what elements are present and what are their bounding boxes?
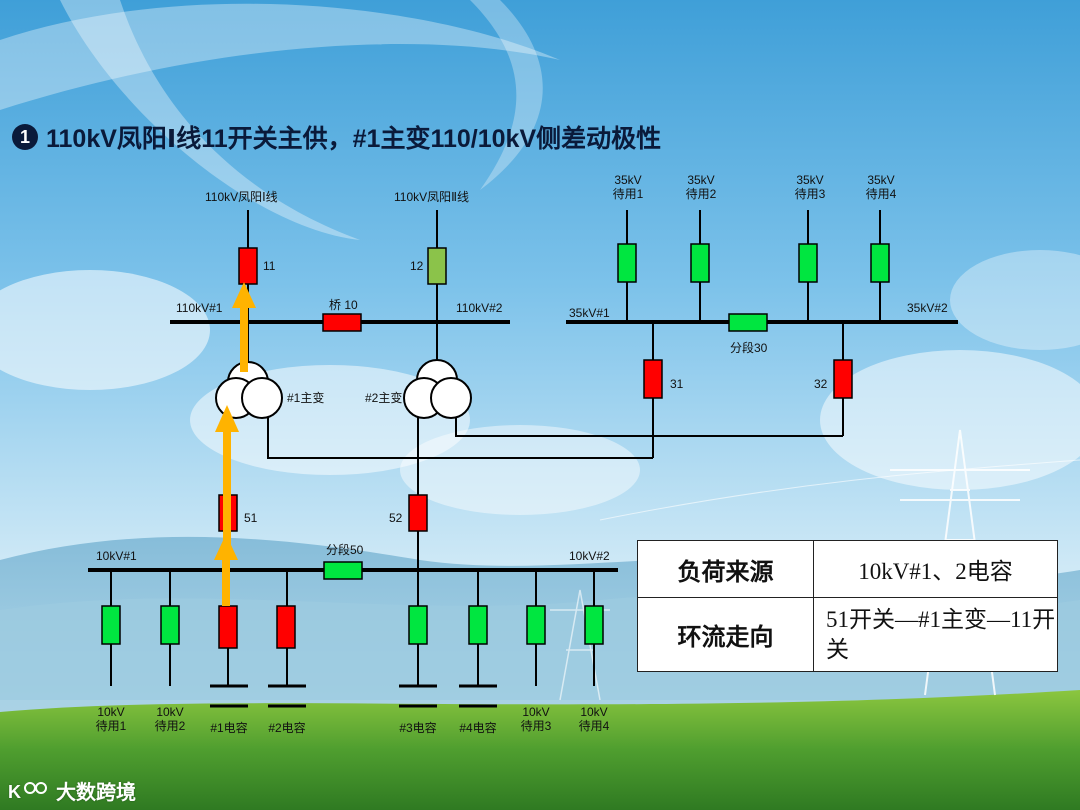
line2-label: 110kV凤阳Ⅱ线	[394, 190, 470, 204]
switch-10kv-feeder-4[interactable]	[584, 605, 604, 645]
switch-52-label: 52	[389, 511, 403, 525]
title-text: 110kV凤阳Ⅰ线11开关主供，#1主变110/10kV侧差动极性	[46, 125, 662, 153]
switch-12-label: 12	[410, 259, 424, 273]
switch-capacitor-4[interactable]	[468, 605, 488, 645]
transformer-2-label: #2主变	[365, 391, 403, 405]
flow-arrow-transformer-to-11	[232, 282, 256, 372]
bus-35kv-1-label: 35kV#1	[569, 306, 610, 320]
circulation-value: 51开关—#1主变—11开关	[826, 606, 1056, 662]
load-source-value: 10kV#1、2电容	[814, 541, 1057, 598]
switch-35kv-feeder-4[interactable]	[870, 243, 890, 283]
seg30-label: 分段30	[730, 341, 768, 355]
transformer-1-label: #1主变	[287, 391, 325, 405]
switch-31[interactable]	[643, 359, 663, 399]
switch-35kv-feeder-3[interactable]	[798, 243, 818, 283]
capacitor-1-label: #1电容	[210, 721, 248, 735]
brand-logo: K 大数跨境	[8, 776, 136, 805]
bus-10kv-2-label: 10kV#2	[569, 549, 610, 563]
line1-label: 110kV凤阳Ⅰ线	[205, 190, 278, 204]
switch-11[interactable]	[238, 247, 258, 285]
load-source-key: 负荷来源	[638, 541, 814, 598]
switch-10kv-feeder-2[interactable]	[160, 605, 180, 645]
seg50-label: 分段50	[326, 543, 364, 557]
switch-seg-50[interactable]	[323, 561, 363, 580]
capacitor-3-label: #3电容	[399, 721, 437, 735]
switch-11-label: 11	[263, 259, 276, 273]
switch-capacitor-1[interactable]	[218, 605, 238, 649]
switch-capacitor-2[interactable]	[276, 605, 296, 649]
capacitor-2-label: #2电容	[268, 721, 306, 735]
capacitor-4-label: #4电容	[459, 721, 497, 735]
switch-35kv-feeder-2[interactable]	[690, 243, 710, 283]
bus-110kv-1-label: 110kV#1	[176, 301, 223, 315]
switch-52[interactable]	[408, 494, 428, 532]
logo-text: 大数跨境	[56, 782, 136, 804]
switch-35kv-feeder-1[interactable]	[617, 243, 637, 283]
page-title: 1 110kV凤阳Ⅰ线11开关主供，#1主变110/10kV侧差动极性	[12, 120, 661, 154]
flow-arrow-bus-to-transformer	[215, 405, 239, 560]
title-bullet: 1	[12, 124, 38, 150]
bus-10kv-1-label: 10kV#1	[96, 549, 137, 563]
transformer-1-symbol	[215, 361, 283, 419]
switch-seg-30[interactable]	[728, 313, 768, 332]
transformer-2-symbol	[403, 359, 472, 419]
switch-capacitor-3[interactable]	[408, 605, 428, 645]
bus-35kv-2-label: 35kV#2	[907, 301, 948, 315]
switch-31-label: 31	[670, 377, 684, 391]
switch-bridge-10[interactable]	[322, 313, 362, 332]
switch-10kv-feeder-3[interactable]	[526, 605, 546, 645]
svg-text:K: K	[8, 782, 21, 802]
circulation-key: 环流走向	[638, 598, 814, 671]
switch-32[interactable]	[833, 359, 853, 399]
switch-12[interactable]	[427, 247, 447, 285]
switch-10kv-feeder-1[interactable]	[101, 605, 121, 645]
bridge-label: 桥 10	[329, 298, 358, 312]
switch-32-label: 32	[814, 377, 828, 391]
flow-arrows	[214, 282, 256, 606]
bus-110kv-2-label: 110kV#2	[456, 301, 503, 315]
logo-icon: K	[8, 781, 47, 802]
info-table: 负荷来源 10kV#1、2电容 环流走向 51开关—#1主变—11开关	[637, 540, 1058, 672]
switch-51-label: 51	[244, 511, 258, 525]
